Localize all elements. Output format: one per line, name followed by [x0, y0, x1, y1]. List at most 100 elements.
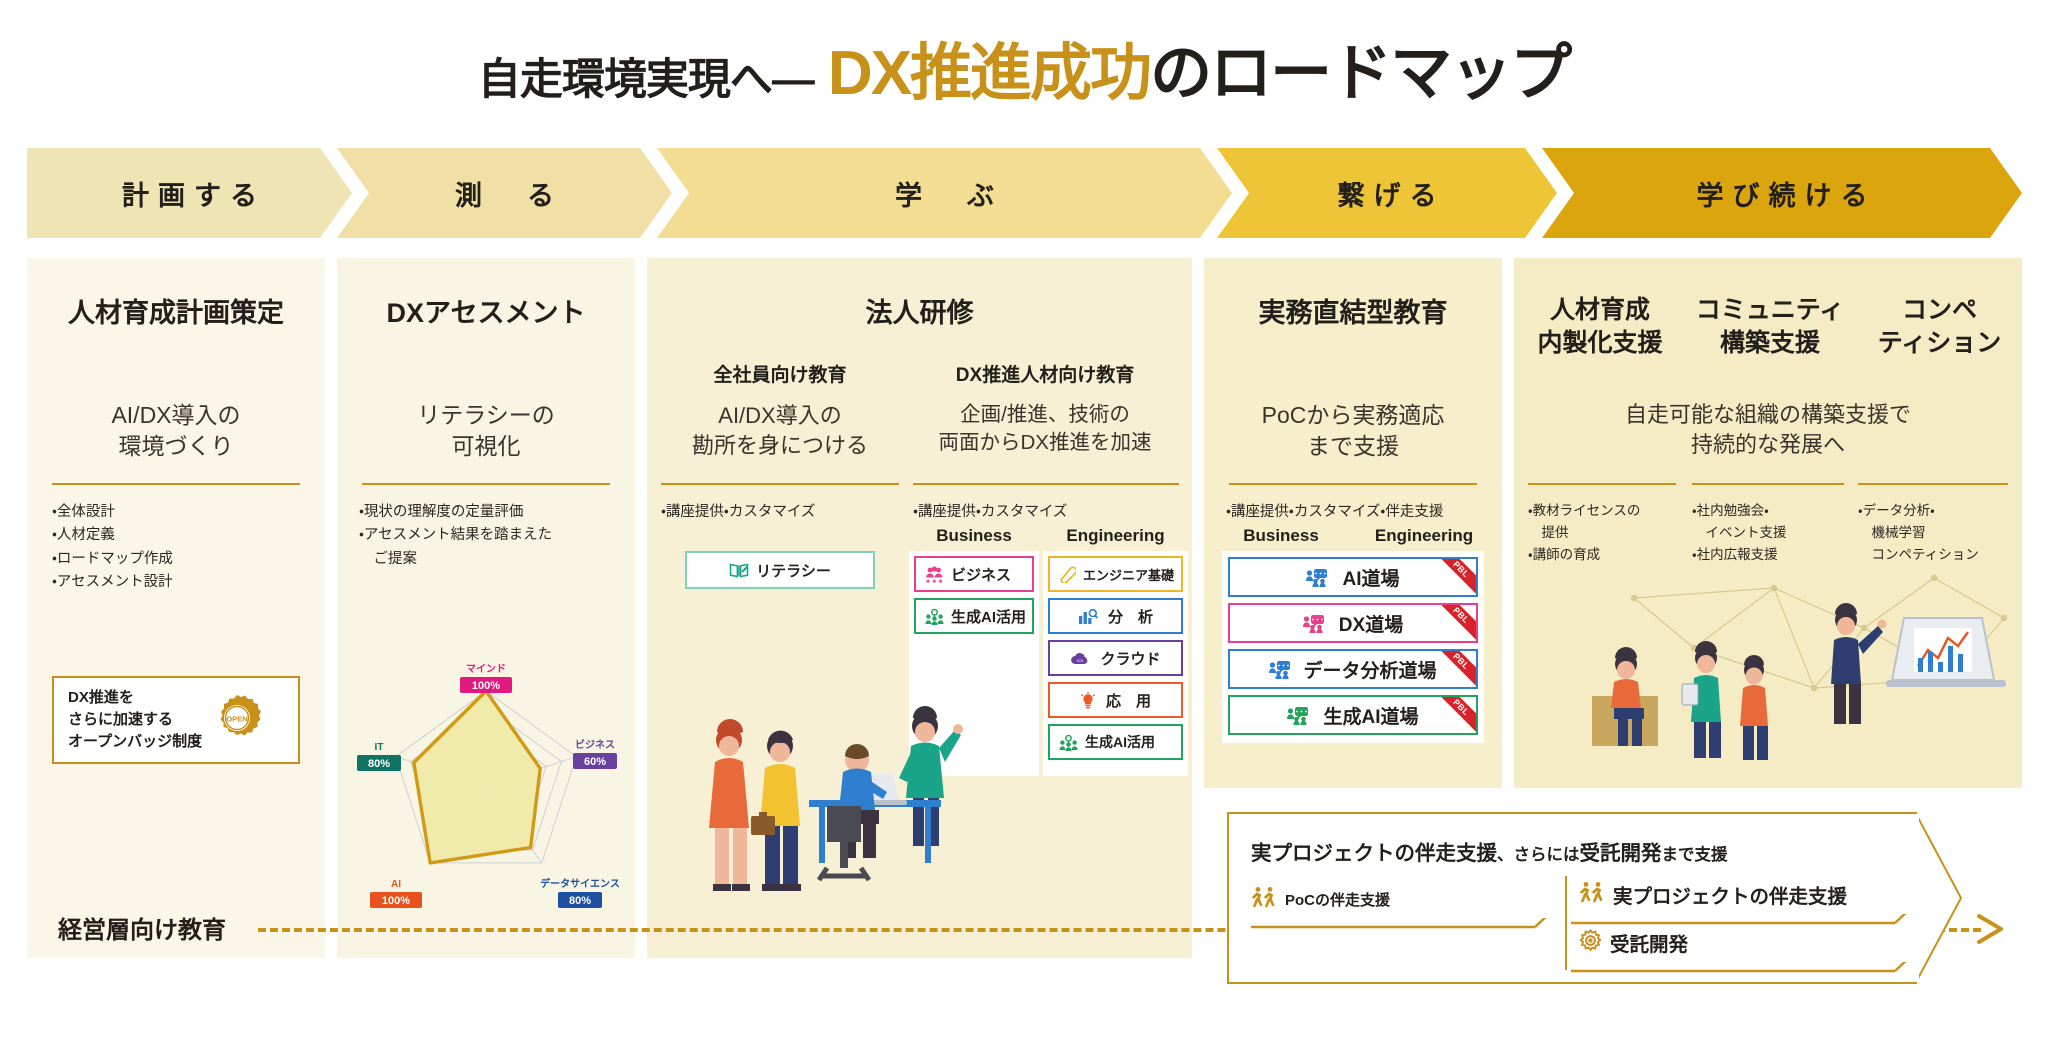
stage-banner-plan[interactable]: 計画する [27, 148, 352, 238]
open-badge-seal-icon: OPEN [212, 693, 262, 748]
team-chat-icon [1306, 568, 1330, 587]
column-subtitle: AI/DX導入の 環境づくり [111, 402, 241, 460]
open-badge-seal-label: OPEN [226, 714, 248, 723]
bullet-item: ・講師の育成 [1528, 546, 1601, 562]
column-measure: DXアセスメント リテラシーの 可視化 ・現状の理解度の定量評価 ・アセスメント… [337, 258, 635, 958]
title-main: DX推進成功 のロードマップ [828, 22, 1572, 112]
cloud-code-icon: <> [1070, 651, 1090, 666]
illustration-man-yellow [751, 730, 801, 891]
illustration-laptop-chart [1886, 617, 2006, 687]
pbl-ribbon: PBL [1437, 559, 1476, 595]
bullet-item: ・社内広報支援 [1692, 546, 1778, 562]
stage-banner-learn[interactable]: 学 ぶ [657, 148, 1232, 238]
illustration-woman-orange [709, 719, 750, 891]
course-box-genai-business[interactable]: 生成AI活用 [914, 598, 1034, 634]
title-lead: 自走環境実現へ― [477, 56, 815, 104]
stage-label: 測 る [455, 180, 563, 211]
divider [52, 483, 300, 485]
callout-title-thin-1: 、さらには [1497, 846, 1580, 864]
illustration-standing-man-orange [1740, 655, 1768, 760]
callout-item-poc[interactable]: PoCの伴走支援 [1251, 886, 1390, 913]
open-badge-box[interactable]: DX推進を さらに加速する オープンバッジ制度 OPEN [52, 676, 300, 764]
bullet-item: ・現状の理解度の定量評価 [359, 504, 524, 520]
callout-title-thin-2: まで支援 [1661, 846, 1728, 864]
radar-series [412, 689, 542, 865]
stage-label: 計画する [122, 180, 266, 211]
learn-left-block: 全社員向け教育 AI/DX導入の 勘所を身につける [655, 360, 905, 460]
stage-banner-connect[interactable]: 繋げる [1217, 148, 1557, 238]
divider [913, 483, 1179, 485]
bullet-item: ・データ分析・ [1858, 503, 1935, 518]
gear-icon [1579, 928, 1602, 957]
group-header-engineering: Engineering [1374, 526, 1474, 545]
course-label: ビジネス [951, 566, 1012, 584]
pbl-ribbon-label: PBL [1437, 697, 1476, 733]
illustration-seated-woman [1592, 647, 1658, 746]
column-learn: 法人研修 全社員向け教育 AI/DX導入の 勘所を身につける ・講座提供・カスタ… [647, 258, 1192, 958]
course-label: リテラシー [756, 562, 831, 580]
dojo-label: 生成AI道場 [1323, 706, 1419, 728]
column-bullets: ・講座提供・カスタマイズ・伴走支援 [1226, 501, 1443, 524]
learn-left-bullet: ・講座提供・カスタマイズ [661, 501, 815, 524]
bullet-item: ・ロードマップ作成 [52, 550, 173, 567]
bullet-item: ・アセスメント結果を踏まえた [359, 527, 553, 544]
bullet-item: 提供 [1528, 524, 1569, 540]
callout-right-underline-arrow-2 [1571, 962, 1907, 973]
column-keep-learning: 人材育成 内製化支援 コミュニティ 構築支援 コンペ ティション 自走可能な組織… [1514, 258, 2022, 788]
course-box-engineer-basic[interactable]: エンジニア基礎 [1048, 556, 1183, 592]
bullet-item: ・アセスメント設計 [52, 574, 173, 591]
course-box-business[interactable]: ビジネス [914, 556, 1034, 592]
bullet-item: ・講座提供・カスタマイズ・伴走支援 [1226, 504, 1444, 520]
course-box-genai-engineering[interactable]: 生成AI活用 [1048, 724, 1183, 760]
dojo-box-ai[interactable]: AI道場 PBL [1228, 557, 1478, 597]
radar-value-datascience: 80% [569, 895, 591, 907]
column-subtitle: 自走可能な組織の構築支援で 持続的な発展へ [1624, 402, 1911, 457]
runners-icon [1579, 881, 1605, 908]
stage-label: 学 ぶ [895, 180, 1003, 211]
radar-label-datascience: データサイエンス [540, 877, 620, 890]
bullet-item: ご提案 [359, 550, 417, 567]
bullet-item: コンペティション [1858, 546, 1979, 562]
divider [1229, 483, 1477, 485]
people-bulb-icon [1059, 734, 1078, 751]
radar-value-it: 80% [368, 758, 390, 770]
divider [661, 483, 899, 485]
divider [1858, 483, 2008, 485]
radar-label-mind: マインド [466, 663, 506, 675]
course-box-cloud[interactable]: <> クラウド [1048, 640, 1183, 676]
community-network-illustration [1574, 558, 2014, 783]
executive-education-label: 経営層向け教育 [58, 917, 226, 944]
callout-item-real-project[interactable]: 実プロジェクトの伴走支援 [1579, 880, 1847, 909]
dojo-box-dx[interactable]: DX道場 PBL [1228, 603, 1478, 643]
badge-line: DX推進を [68, 689, 134, 707]
stage-banner-measure[interactable]: 測 る [337, 148, 672, 238]
badge-line: オープンバッジ制度 [68, 732, 203, 750]
callout-right-underline-arrow-1 [1571, 914, 1907, 925]
dojo-box-genai[interactable]: 生成AI道場 PBL [1228, 695, 1478, 735]
bullet-item: ・講座提供・カスタマイズ [661, 504, 816, 520]
pbl-ribbon-label: PBL [1437, 651, 1476, 687]
learn-right-heading: DX推進人材向け教育 [955, 365, 1135, 386]
bullet-item: ・社内勉強会・ [1692, 503, 1769, 518]
column-connect: 実務直結型教育 PoCから実務適応 まで支援 ・講座提供・カスタマイズ・伴走支援… [1204, 258, 1502, 788]
course-box-analysis[interactable]: 分 析 [1048, 598, 1183, 634]
stage-banner-keep-learning[interactable]: 学び続ける [1542, 148, 2022, 238]
divider [362, 483, 610, 485]
keep-learning-title-2: コミュニティ 構築支援 [1695, 296, 1845, 357]
keep-learning-title-1: 人材育成 内製化支援 [1537, 296, 1663, 357]
dojo-label: DX道場 [1338, 614, 1404, 636]
column-subtitle: PoCから実務適応 まで支援 [1261, 402, 1445, 460]
course-box-application[interactable]: 応 用 [1048, 682, 1183, 718]
callout-arrow-tip [1914, 811, 2007, 989]
project-support-callout: 実プロジェクトの伴走支援、さらには受託開発まで支援 PoCの伴走支援 [1227, 812, 1917, 984]
stage-label: 繋げる [1337, 180, 1446, 211]
group-header-business: Business [936, 526, 1012, 545]
dojo-box-data-analysis[interactable]: データ分析道場 PBL [1228, 649, 1478, 689]
learn-left-subtitle: AI/DX導入の 勘所を身につける [691, 403, 868, 458]
lightbulb-icon [1080, 691, 1096, 709]
callout-title-strong-1: 実プロジェクトの伴走支援 [1251, 842, 1497, 865]
illustration-teacher [899, 706, 963, 846]
callout-item-contract-dev[interactable]: 受託開発 [1579, 928, 1688, 957]
course-box-literacy[interactable]: リテラシー [685, 551, 875, 589]
